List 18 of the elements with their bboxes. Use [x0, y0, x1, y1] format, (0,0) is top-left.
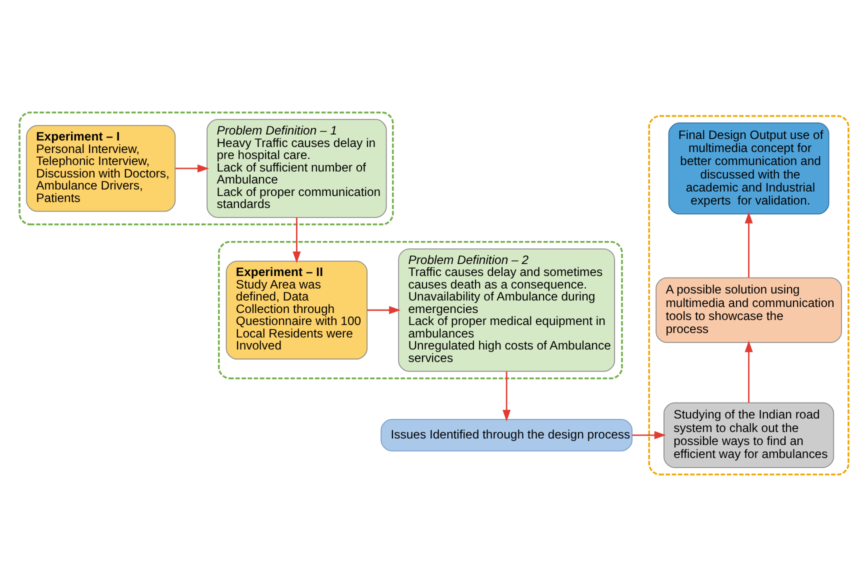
- node-box: Problem Definition – 1 Heavy Traffic causes delay in pre hospital care. Lack of sufficient number of Ambulance Lack of proper communication standards: [206, 119, 387, 218]
- arrow: [367, 306, 401, 314]
- node-box: Studying of the Indian road system to chalk out the possible ways to find an efficient way for ambulances: [664, 402, 834, 468]
- cluster: [218, 241, 623, 380]
- arrow: [175, 164, 210, 172]
- cluster: [18, 112, 394, 226]
- node-box: Final Design Output use of multimedia concept for better communication and discussed with the academic and Industrial experts for validation.: [668, 122, 830, 214]
- node-box: Problem Definition – 2 Traffic causes delay and sometimes causes death as a consequence. Unavailability of Ambulance during emergencies Lack of proper medical equipment in ambulances Unregulated high costs of Ambulance services: [398, 248, 615, 372]
- node-box: Experiment – I Personal Interview, Telephonic Interview, Discussion with Doctors, Ambulance Drivers, Patients: [26, 125, 176, 212]
- node-box: A possible solution using multimedia and communication tools to showcase the process: [656, 277, 842, 343]
- arrow: [632, 431, 666, 440]
- arrow: [502, 372, 511, 422]
- arrow: [744, 340, 753, 403]
- cluster: [648, 115, 850, 476]
- node-box: Experiment – II Study Area was defined, Data Collection through Questionnaire with 100 Local Residents were Involved: [226, 260, 368, 360]
- node-box: Issues Identified through the design process: [380, 418, 632, 452]
- arrow: [744, 212, 753, 278]
- arrow: [292, 217, 301, 264]
